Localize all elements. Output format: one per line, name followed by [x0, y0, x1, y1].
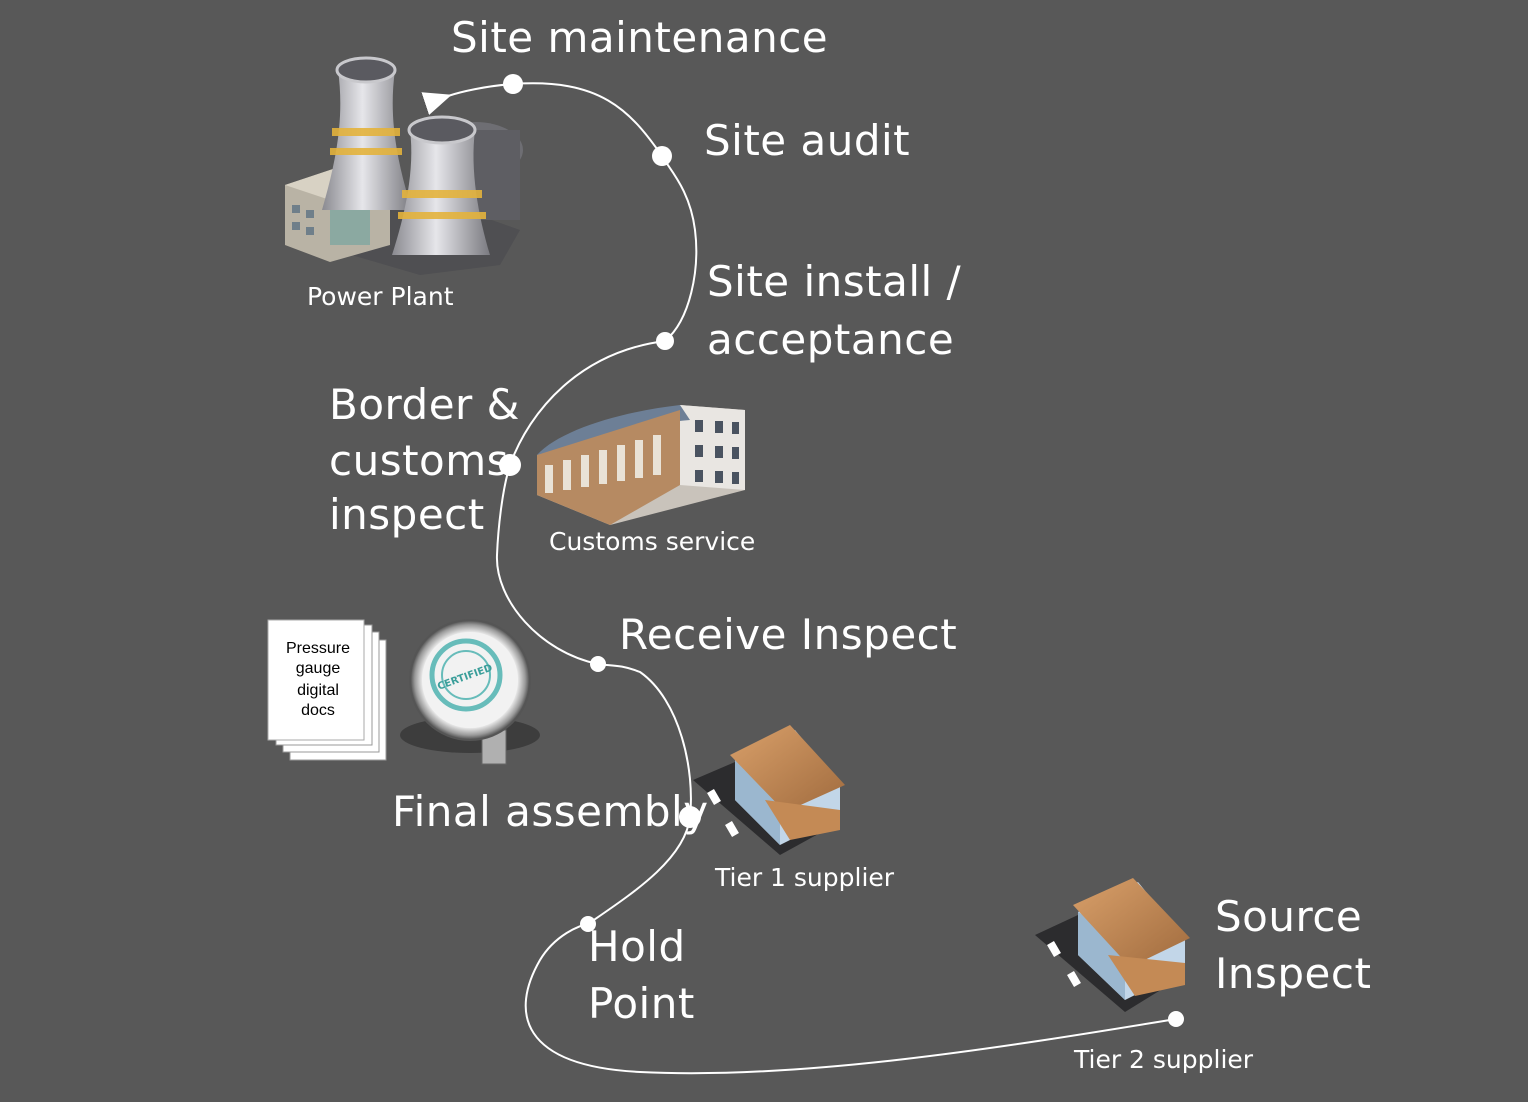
node-site-install [656, 332, 674, 350]
label-hold-1: Hold [588, 922, 686, 971]
tier2-warehouse-icon [1035, 878, 1190, 1012]
label-hold-2: Point [588, 979, 695, 1028]
label-site-install-2: acceptance [707, 315, 955, 364]
pressure-gauge-icon: CERTIFIED [400, 619, 540, 765]
label-border-1: Border & [329, 380, 520, 429]
node-receive-inspect [590, 656, 606, 672]
docs-line-1: Pressure [286, 640, 350, 657]
label-border-3: inspect [329, 490, 485, 539]
label-power-plant: Power Plant [307, 282, 454, 311]
label-site-maintenance: Site maintenance [451, 13, 829, 62]
label-final-assembly: Final assembly [392, 787, 709, 836]
node-border-customs [499, 454, 521, 476]
docs-stack: Pressure gauge digital docs [267, 619, 387, 761]
node-site-audit [652, 146, 672, 166]
node-final-assembly [679, 806, 701, 828]
node-source-inspect [1168, 1011, 1184, 1027]
label-site-audit: Site audit [704, 116, 911, 165]
label-border-2: customs [329, 436, 510, 485]
label-site-install-1: Site install / [707, 257, 962, 306]
label-customs-service: Customs service [549, 527, 756, 556]
label-source-2: Inspect [1215, 949, 1372, 998]
node-site-maintenance [503, 74, 523, 94]
power-plant-icon [285, 56, 523, 275]
tier1-warehouse-icon [693, 725, 845, 855]
label-tier1-supplier: Tier 1 supplier [715, 863, 895, 892]
docs-line-3: digital [297, 682, 339, 699]
docs-line-2: gauge [296, 660, 341, 677]
label-tier2-supplier: Tier 2 supplier [1074, 1045, 1254, 1074]
node-hold-point [580, 916, 596, 932]
docs-line-4: docs [301, 702, 335, 719]
label-source-1: Source [1215, 892, 1363, 941]
label-receive-inspect: Receive Inspect [619, 610, 958, 659]
customs-building-icon [537, 405, 745, 525]
